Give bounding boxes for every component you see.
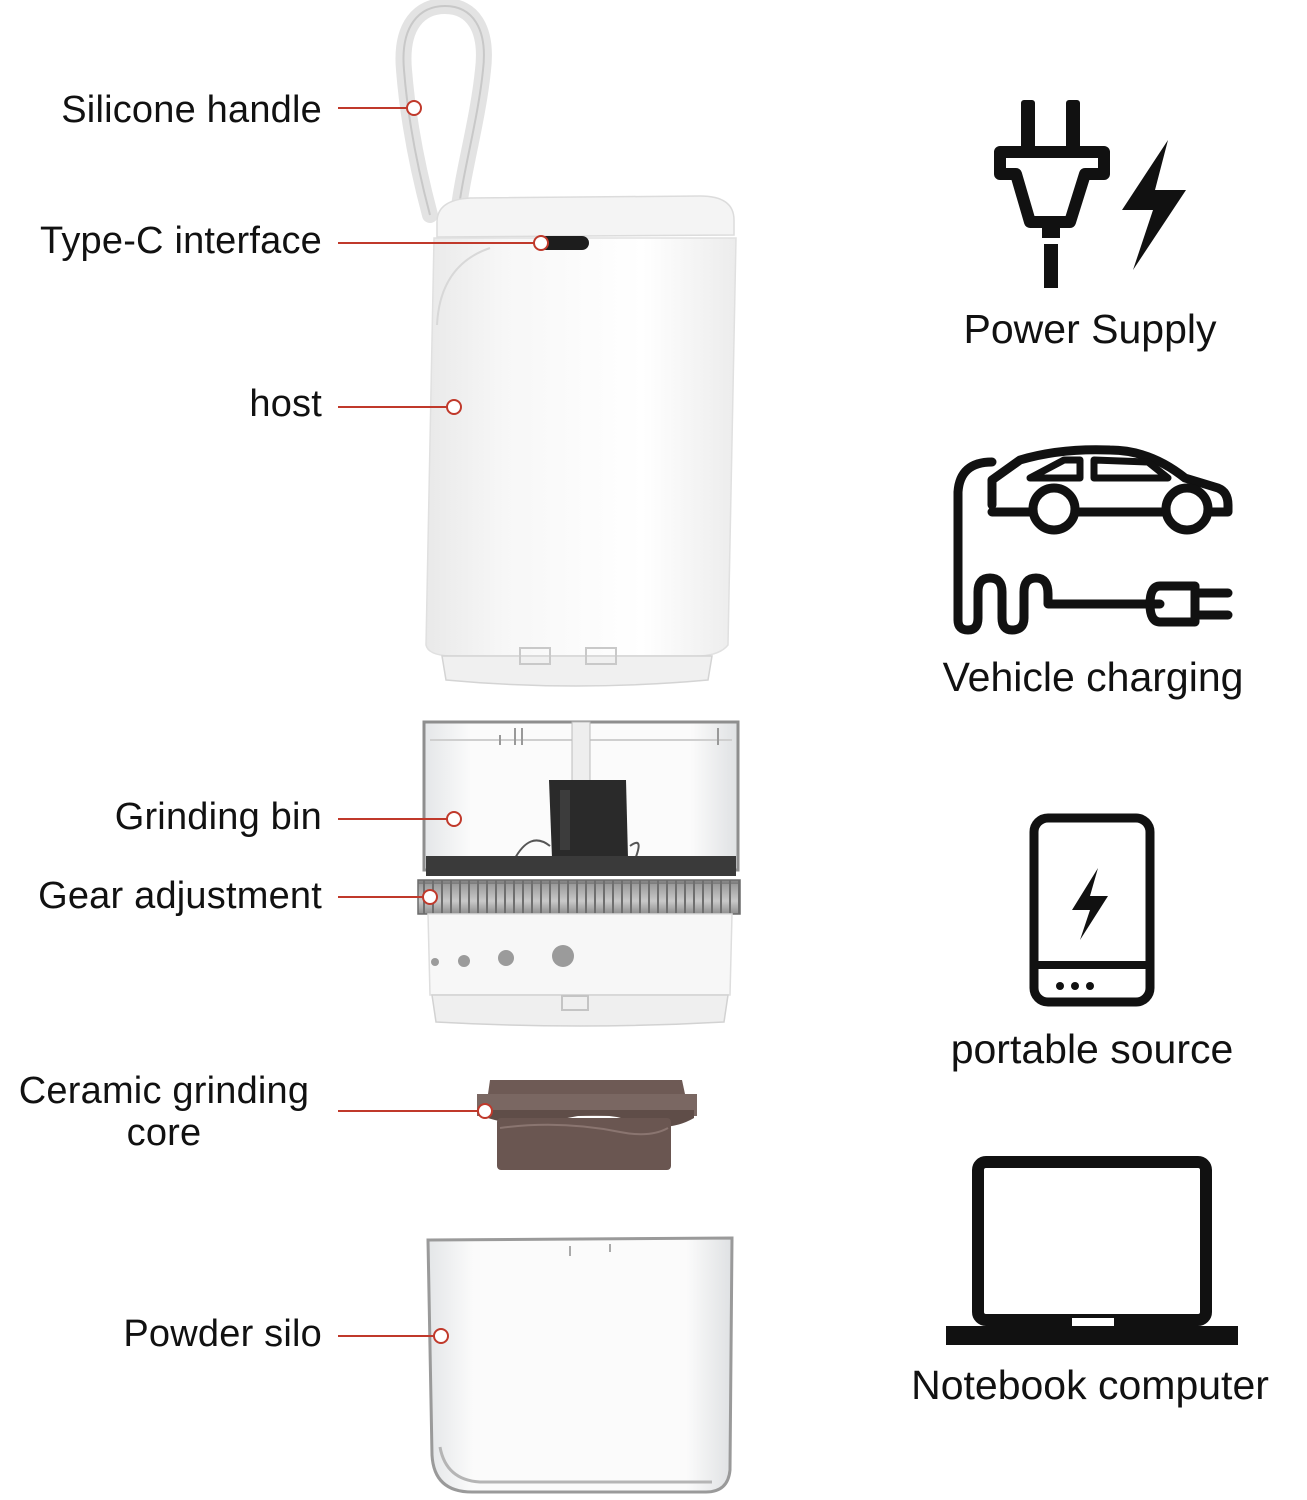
grind-level-dot (552, 945, 574, 967)
grind-level-dot (458, 955, 470, 967)
label-type-c-interface: Type-C interface (40, 220, 322, 262)
car-charging-icon (953, 445, 1233, 635)
caption-power-supply: Power Supply (963, 306, 1217, 352)
grind-level-dot (431, 958, 439, 966)
laptop-icon (946, 1156, 1238, 1345)
label-host: host (249, 383, 322, 425)
caption-notebook-computer: Notebook computer (911, 1362, 1269, 1408)
caption-portable-source: portable source (950, 1026, 1234, 1072)
lightning-icon (1122, 140, 1186, 270)
plug-icon (994, 100, 1110, 288)
caption-vehicle-charging: Vehicle charging (942, 654, 1244, 700)
grinding-bin (422, 720, 740, 876)
grind-level-dot (498, 950, 514, 966)
powder-silo (426, 1236, 734, 1494)
label-grinding-bin: Grinding bin (114, 796, 322, 838)
silicone-handle (395, 0, 492, 223)
label-silicone-handle: Silicone handle (61, 89, 322, 131)
callouts (338, 100, 549, 1344)
label-gear-adjustment: Gear adjustment (38, 875, 322, 917)
type-c-port (539, 236, 589, 250)
host-body (425, 195, 737, 687)
ceramic-grinding-core (477, 1080, 697, 1170)
power-bank-icon (1029, 813, 1155, 1007)
label-ceramic-grinding-core: Ceramic grinding core (18, 1070, 310, 1154)
gear-ring (417, 879, 741, 1027)
label-powder-silo: Powder silo (123, 1313, 322, 1355)
